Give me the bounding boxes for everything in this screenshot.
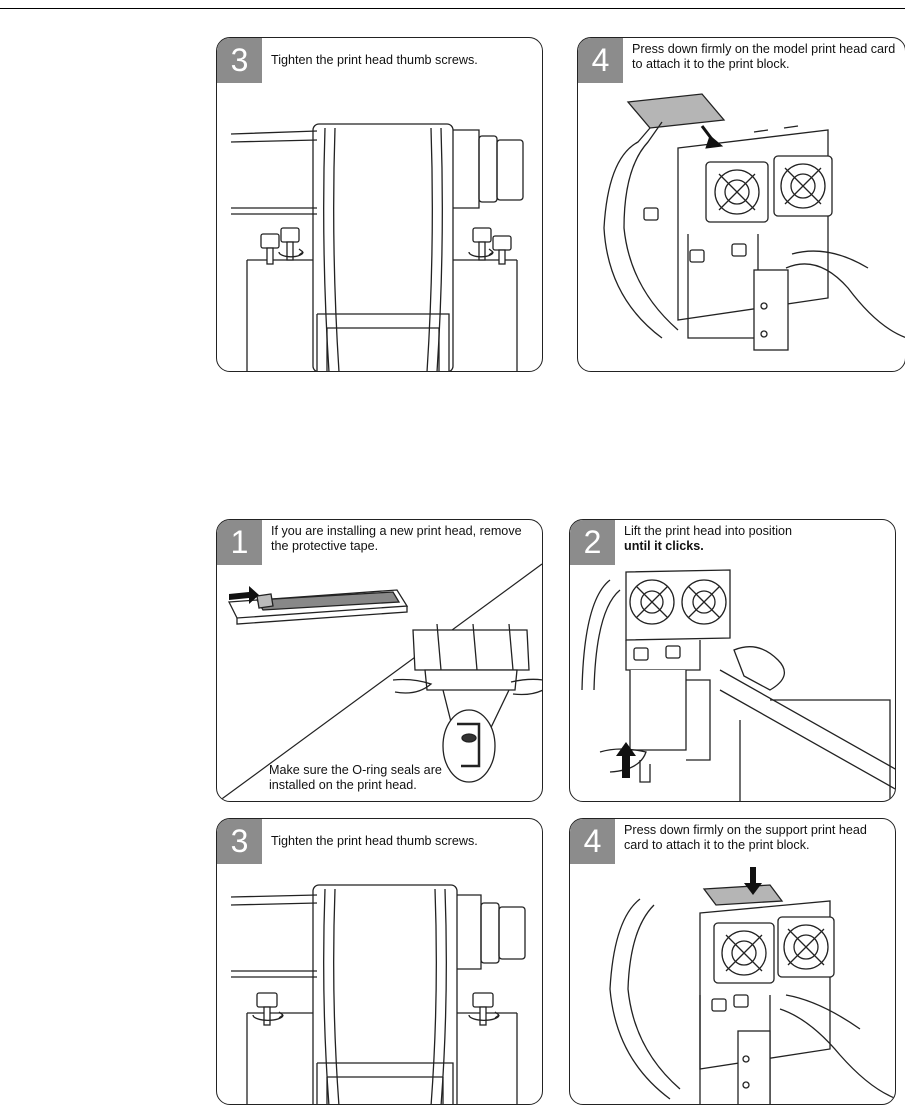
step-1-panel: 1 If you are installing a new print head… [216, 519, 543, 802]
step-caption: If you are installing a new print head, … [271, 524, 522, 553]
step-number-badge: 4 [570, 819, 615, 864]
lift-print-head-illustration [581, 569, 895, 801]
step-4-panel-model: 4 Press down firmly on the model print h… [577, 37, 905, 372]
step-caption: Lift the print head into position until … [624, 524, 887, 553]
step-caption: Press down firmly on the model print hea… [632, 42, 896, 71]
caption-emphasis: until it clicks. [624, 538, 704, 553]
caption-text: Lift the print head into position [624, 524, 793, 538]
thumb-screw-left-icon [260, 227, 304, 265]
press-down-arrow-icon [700, 125, 724, 149]
o-ring-note: Make sure the O-ring seals are installed… [269, 763, 442, 792]
direction-arrow-icon [229, 586, 259, 604]
step-3-panel-support: 3 Tighten the print head thumb screws. [216, 818, 543, 1105]
thumb-screws-illustration [230, 884, 526, 1104]
lift-up-arrow-icon [616, 742, 636, 778]
step-number-badge: 2 [570, 520, 615, 565]
thumb-screws-illustration [230, 123, 524, 371]
step-caption: Tighten the print head thumb screws. [271, 53, 478, 67]
step-number-badge: 1 [217, 520, 262, 565]
press-down-arrow-icon [744, 867, 762, 895]
step-number-badge: 4 [578, 38, 623, 83]
step-caption: Press down firmly on the support print h… [624, 823, 867, 852]
step-3-panel-model: 3 Tighten the print head thumb screws. [216, 37, 543, 372]
thumb-screw-left-icon [252, 992, 284, 1026]
step-number-badge: 3 [217, 38, 262, 83]
attach-card-illustration [603, 93, 905, 351]
header-rule [0, 8, 905, 9]
attach-card-illustration [609, 867, 895, 1104]
thumb-screw-right-icon [468, 227, 512, 265]
step-caption: Tighten the print head thumb screws. [271, 834, 478, 848]
step-2-panel: 2 Lift the print head into position unti… [569, 519, 896, 802]
protective-tape-illustration [218, 563, 542, 801]
thumb-screw-right-icon [468, 992, 500, 1026]
step-4-panel-support: 4 Press down firmly on the support print… [569, 818, 896, 1105]
step-number-badge: 3 [217, 819, 262, 864]
